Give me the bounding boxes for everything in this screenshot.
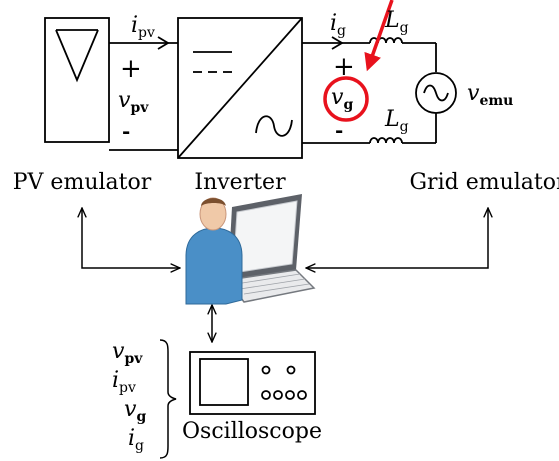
pv-panel-icon bbox=[44, 17, 110, 143]
signals-brace bbox=[159, 339, 177, 459]
pv-emulator-title: PV emulator bbox=[13, 170, 152, 195]
v-g-label: vg bbox=[331, 85, 353, 113]
dc-link-wires bbox=[109, 36, 178, 151]
pv-plus-sign: + bbox=[120, 54, 142, 84]
scope-signal-v-pv: vpv bbox=[112, 339, 143, 367]
pv-minus-sign: - bbox=[122, 119, 130, 143]
oscilloscope-icon bbox=[189, 351, 316, 415]
vg-highlight bbox=[323, 0, 394, 122]
scope-signal-i-pv: ipv bbox=[112, 368, 136, 396]
oscilloscope-title: Oscilloscope bbox=[182, 419, 322, 444]
i-pv-label: ipv bbox=[131, 13, 155, 41]
inductor-icon bbox=[369, 137, 403, 144]
l-g-top-label: Lg bbox=[384, 8, 409, 36]
grid-emulator-title: Grid emulator bbox=[409, 170, 559, 195]
ac-side-wires bbox=[302, 36, 437, 144]
inverter-title: Inverter bbox=[194, 170, 286, 195]
grid-plus-sign: + bbox=[333, 52, 355, 82]
scope-signal-v-g: vg bbox=[124, 397, 146, 425]
inductor-icon bbox=[369, 37, 403, 44]
dc-ac-converter-icon bbox=[177, 17, 303, 159]
grid-minus-sign: - bbox=[335, 118, 343, 142]
v-pv-label: vpv bbox=[118, 88, 149, 116]
computer-user-icon bbox=[185, 197, 243, 305]
i-g-label: ig bbox=[330, 11, 346, 39]
laptop-icon bbox=[226, 194, 316, 303]
communication-arrows bbox=[82, 208, 488, 342]
l-g-bottom-label: Lg bbox=[384, 107, 409, 135]
scope-signal-i-g: ig bbox=[128, 426, 144, 454]
v-emu-label: vemu bbox=[467, 81, 513, 109]
ac-source-icon bbox=[415, 72, 457, 114]
